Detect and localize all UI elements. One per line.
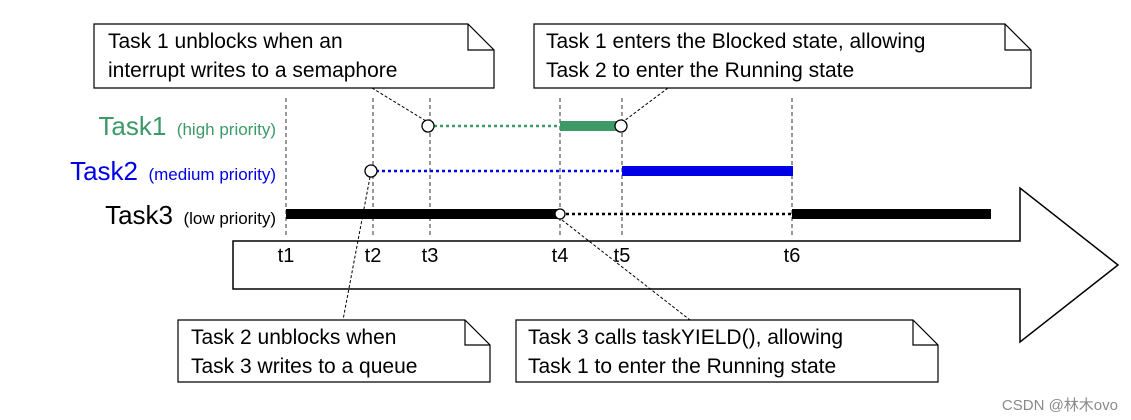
- note-bottom-left-box: [177, 319, 491, 383]
- note-top-left: Task 1 unblocks when an interrupt writes…: [93, 23, 495, 89]
- note-bottom-left-fold: [464, 320, 490, 346]
- leader-bottom-left: [342, 176, 371, 321]
- note-top-left-line1: Task 1 unblocks when an: [108, 30, 343, 53]
- task1-block-marker: [614, 119, 628, 133]
- leader-top-left: [371, 87, 427, 122]
- task3-priority: (low priority): [183, 209, 276, 228]
- task1-unblock-marker: [421, 119, 435, 133]
- note-top-right: Task 1 enters the Blocked state, allowin…: [533, 23, 1032, 89]
- task1-label: Task1 (high priority): [98, 111, 276, 141]
- note-bottom-left-line1: Task 2 unblocks when: [191, 326, 396, 349]
- time-label-t1: t1: [278, 245, 295, 267]
- time-arrow: [232, 186, 1120, 344]
- watermark: CSDN @林木ovo: [1002, 397, 1118, 414]
- task2-priority: (medium priority): [148, 165, 276, 184]
- leader-lines: [342, 87, 691, 321]
- leader-bottom-right: [561, 219, 691, 321]
- note-top-right-fold: [1004, 24, 1031, 51]
- task2-label: Task2 (medium priority): [70, 156, 276, 186]
- note-bottom-right-fold: [912, 320, 938, 346]
- time-label-t5: t5: [614, 245, 631, 267]
- note-top-left-fold: [467, 24, 494, 51]
- task2-unblock-marker: [364, 164, 378, 178]
- note-top-right-box: [533, 23, 1032, 89]
- note-top-right-line1: Task 1 enters the Blocked state, allowin…: [546, 30, 925, 53]
- time-label-t4: t4: [552, 245, 569, 267]
- note-bottom-right-box: [515, 319, 939, 383]
- note-bottom-right-line2: Task 1 to enter the Running state: [528, 355, 836, 378]
- note-top-left-line2: interrupt writes to a semaphore: [108, 59, 397, 82]
- task2-name: Task2: [70, 156, 138, 186]
- note-bottom-right: Task 3 calls taskYIELD(), allowing Task …: [515, 319, 939, 383]
- time-label-t6: t6: [784, 245, 801, 267]
- note-bottom-left-line2: Task 3 writes to a queue: [191, 355, 417, 378]
- task1-priority: (high priority): [177, 120, 276, 139]
- time-label-t3: t3: [422, 245, 439, 267]
- note-top-right-line2: Task 2 to enter the Running state: [546, 59, 854, 82]
- task1-name: Task1: [98, 111, 166, 141]
- leader-top-right: [623, 87, 669, 122]
- task3-yield-marker: [554, 208, 566, 220]
- note-top-left-box: [93, 23, 495, 89]
- time-labels: t1 t2 t3 t4 t5 t6: [278, 245, 801, 267]
- time-label-t2: t2: [365, 245, 382, 267]
- note-bottom-right-line1: Task 3 calls taskYIELD(), allowing: [528, 326, 843, 349]
- task3-label: Task3 (low priority): [105, 200, 276, 230]
- note-bottom-left: Task 2 unblocks when Task 3 writes to a …: [177, 319, 491, 383]
- task3-name: Task3: [105, 200, 173, 230]
